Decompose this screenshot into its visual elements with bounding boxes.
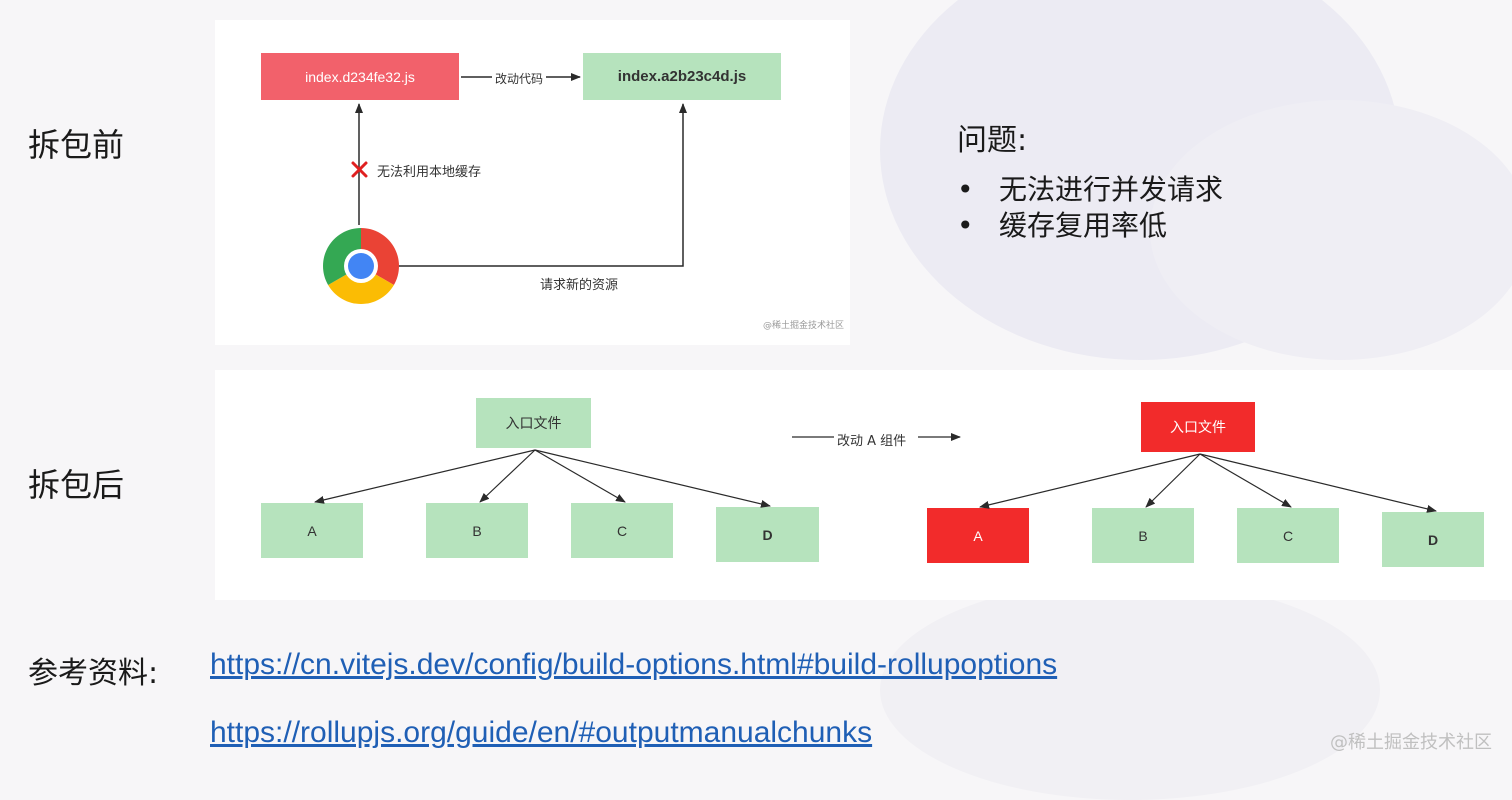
problem-text: 缓存复用率低 bbox=[999, 209, 1168, 242]
request-new-resource-label: 请求新的资源 bbox=[540, 278, 619, 293]
cross-icon bbox=[351, 161, 368, 178]
tree-arrow bbox=[979, 453, 1201, 509]
before-label: 拆包前 bbox=[28, 126, 125, 164]
left-module-d: D bbox=[716, 507, 819, 562]
left-module-c: C bbox=[571, 503, 673, 558]
after-diagram-panel: 入口文件 A B C D 改动 A 组件 入口文件 A B C D bbox=[215, 370, 1512, 600]
tree-arrow bbox=[479, 449, 536, 503]
tree-arrow bbox=[1145, 453, 1201, 508]
left-module-b: B bbox=[426, 503, 528, 558]
chrome-icon bbox=[323, 228, 399, 304]
problem-item: • 缓存复用率低 bbox=[957, 208, 1223, 244]
problem-title: 问题: bbox=[957, 123, 1028, 158]
change-component-label: 改动 A 组件 bbox=[837, 434, 907, 449]
rollup-manualchunks-link[interactable]: https://rollupjs.org/guide/en/#outputman… bbox=[210, 716, 873, 749]
change-code-label: 改动代码 bbox=[495, 72, 544, 86]
old-bundle-file: index.d234fe32.js bbox=[261, 53, 459, 100]
tree-arrow bbox=[534, 449, 626, 503]
right-module-c: C bbox=[1237, 508, 1339, 563]
bullet-icon: • bbox=[957, 173, 974, 206]
left-entry-file: 入口文件 bbox=[476, 398, 591, 448]
problem-item: • 无法进行并发请求 bbox=[957, 172, 1223, 208]
tree-arrow bbox=[1199, 453, 1292, 508]
references-label: 参考资料: bbox=[28, 656, 159, 691]
tree-arrow bbox=[1199, 453, 1437, 513]
cache-fail-label: 无法利用本地缓存 bbox=[377, 165, 482, 180]
after-label: 拆包后 bbox=[28, 466, 125, 504]
problem-list: • 无法进行并发请求 • 缓存复用率低 bbox=[957, 172, 1223, 244]
tree-arrow bbox=[314, 449, 536, 504]
problem-text: 无法进行并发请求 bbox=[999, 173, 1224, 206]
right-module-d: D bbox=[1382, 512, 1484, 567]
right-entry-file: 入口文件 bbox=[1141, 402, 1255, 452]
tree-arrow bbox=[534, 449, 771, 508]
bullet-icon: • bbox=[957, 209, 974, 242]
diagram-watermark: @稀土掘金技术社区 bbox=[763, 321, 845, 331]
corner-watermark: @稀土掘金技术社区 bbox=[1330, 732, 1492, 753]
right-module-a: A bbox=[927, 508, 1029, 563]
new-bundle-file: index.a2b23c4d.js bbox=[583, 53, 781, 100]
before-diagram-panel: index.d234fe32.js index.a2b23c4d.js 改动代码… bbox=[215, 20, 850, 345]
left-module-a: A bbox=[261, 503, 363, 558]
right-module-b: B bbox=[1092, 508, 1194, 563]
connector-arrows bbox=[314, 73, 1437, 513]
vite-rollupoptions-link[interactable]: https://cn.vitejs.dev/config/build-optio… bbox=[210, 648, 1058, 681]
request-arrow bbox=[398, 103, 687, 267]
